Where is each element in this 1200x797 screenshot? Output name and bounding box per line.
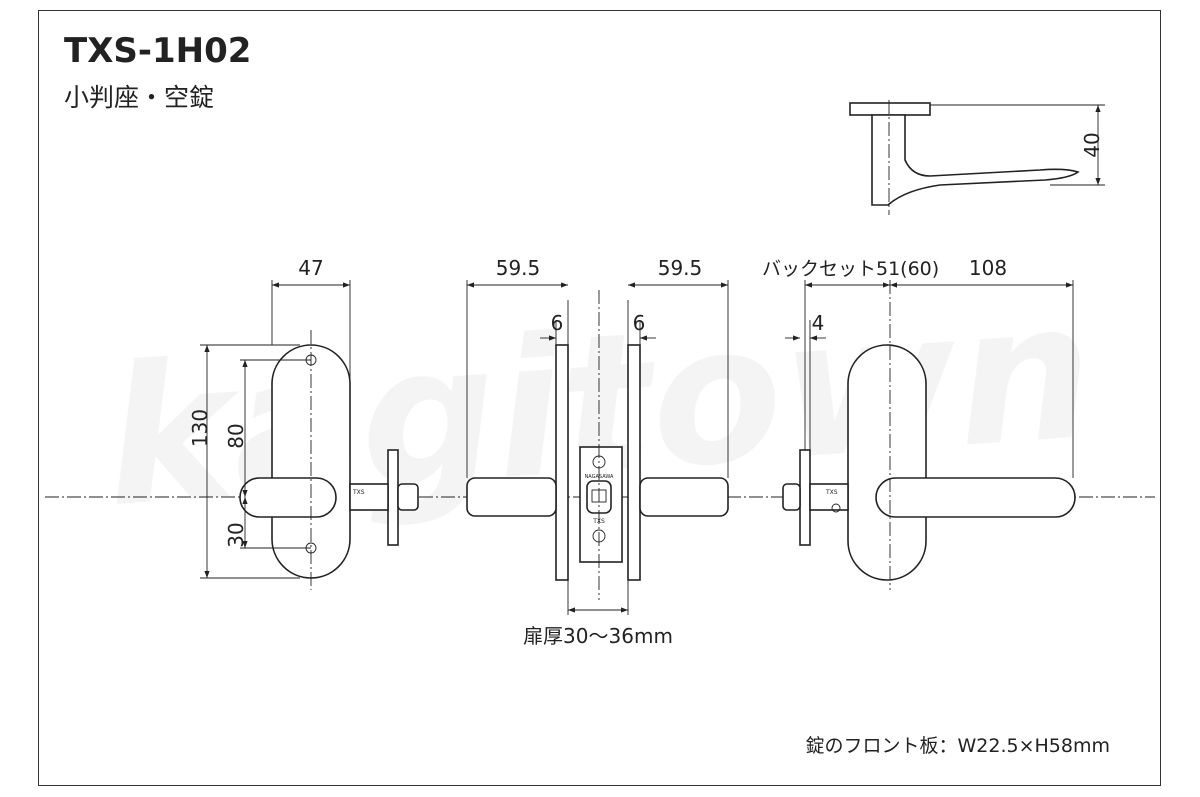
svg-text:TXS: TXS	[825, 489, 838, 496]
dim-left-width: 47	[298, 256, 323, 280]
dim-center-right-width: 59.5	[658, 256, 703, 280]
dim-center-left-width: 59.5	[496, 256, 541, 280]
svg-text:TXS: TXS	[352, 489, 365, 496]
page-title: TXS-1H02	[64, 31, 251, 71]
drawing-frame	[38, 10, 1161, 786]
dim-left-lever-offset: 30	[224, 522, 248, 547]
dim-left-screw-pitch: 80	[224, 423, 248, 448]
dim-right-rose: 4	[812, 311, 825, 335]
left-view: TXS 47 130 80 30	[188, 256, 419, 590]
dim-door-thickness: 扉厚30〜36mm	[523, 624, 673, 648]
dim-center-left-rose: 6	[551, 311, 564, 335]
dim-center-right-rose: 6	[633, 311, 646, 335]
right-view: TXS バックセット51(60) 108 4	[762, 256, 1076, 590]
dim-side-height: 40	[1080, 132, 1104, 157]
dim-backset: バックセット51(60)	[762, 258, 939, 280]
handle-side-view: 40	[849, 100, 1105, 215]
page-subtitle: 小判座・空錠	[64, 83, 214, 112]
dim-left-height: 130	[188, 409, 212, 447]
center-view: NAGASAWA TXS 59.5 59.5 6 6 扉厚30〜36mm	[466, 256, 729, 648]
dim-right-width: 108	[969, 256, 1007, 280]
footnote: 錠のフロント板：W22.5×H58mm	[806, 735, 1111, 757]
